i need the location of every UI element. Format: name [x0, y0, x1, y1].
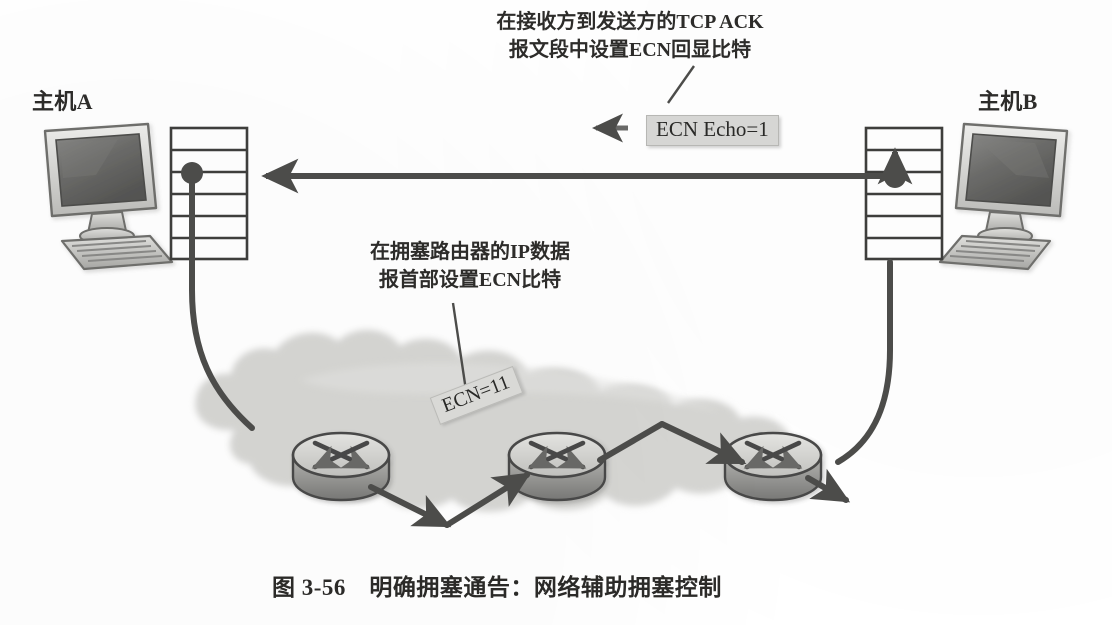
router-link-1-2 [368, 472, 532, 528]
annotation-middle-line2: 报首部设置ECN比特 [378, 269, 562, 291]
ack-path-receiver-to-sender [261, 147, 913, 194]
figure-caption: 图 3-56 明确拥塞通告：网络辅助拥塞控制 [272, 575, 722, 600]
host-label-left: 主机A [32, 89, 93, 114]
annotation-top-line1: 在接收方到发送方的TCP ACK [496, 11, 764, 33]
network-cloud-icon [195, 329, 790, 512]
ecn-echo-tag: ECN Echo=1 [646, 115, 779, 146]
host-label-right: 主机B [978, 89, 1038, 114]
router-icon-3 [723, 431, 823, 502]
data-path-cloud-to-receiver [835, 259, 893, 465]
packet-queue-icon-left [169, 126, 249, 261]
desktop-computer-icon-right [938, 122, 1069, 271]
annotation-top-line2: 报文段中设置ECN回显比特 [508, 39, 752, 61]
leader-line-top-annotation [667, 65, 695, 104]
router-icon-2 [507, 431, 607, 502]
router-link-3-exit [805, 468, 851, 503]
packet-queue-icon-right [864, 126, 944, 261]
router-icon-1 [291, 431, 391, 502]
data-path-sender-to-cloud [181, 162, 255, 431]
desktop-computer-icon-left [43, 122, 174, 271]
annotation-middle-line1: 在拥塞路由器的IP数据 [370, 241, 570, 263]
router-link-2-3 [597, 421, 747, 465]
